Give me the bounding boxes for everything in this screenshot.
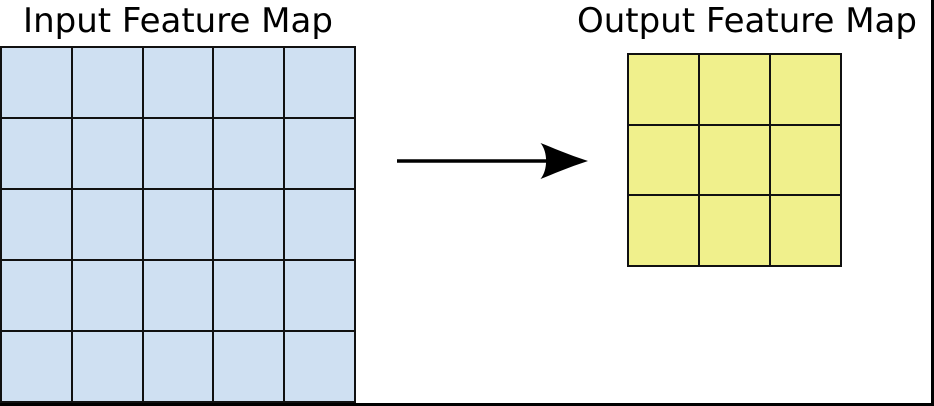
grid-cell: [700, 55, 769, 124]
output-feature-map-grid: [627, 53, 842, 267]
grid-cell: [2, 48, 71, 117]
grid-cell: [629, 196, 698, 265]
grid-cell: [771, 55, 840, 124]
input-feature-map-title: Input Feature Map: [23, 1, 333, 41]
grid-cell: [143, 48, 213, 117]
output-feature-map-title: Output Feature Map: [577, 1, 917, 41]
grid-cell: [72, 48, 142, 117]
grid-cell: [2, 261, 71, 330]
grid-cell: [72, 119, 142, 188]
grid-cell: [700, 196, 769, 265]
grid-cell: [72, 190, 142, 259]
grid-cell: [700, 125, 769, 195]
grid-cell: [2, 332, 71, 401]
grid-cell: [214, 332, 284, 401]
input-feature-map-grid: [0, 46, 356, 403]
grid-cell: [72, 261, 142, 330]
grid-cell: [285, 119, 354, 188]
grid-cell: [771, 125, 840, 195]
grid-cell: [285, 190, 354, 259]
grid-cell: [143, 119, 213, 188]
grid-cell: [214, 48, 284, 117]
grid-cell: [2, 190, 71, 259]
grid-cell: [285, 332, 354, 401]
grid-cell: [143, 190, 213, 259]
grid-cell: [2, 119, 71, 188]
grid-cell: [285, 261, 354, 330]
grid-cell: [214, 190, 284, 259]
grid-cell: [629, 125, 698, 195]
grid-cell: [143, 261, 213, 330]
grid-cell: [629, 55, 698, 124]
grid-cell: [214, 261, 284, 330]
grid-cell: [143, 332, 213, 401]
grid-cell: [214, 119, 284, 188]
grid-cell: [72, 332, 142, 401]
grid-cell: [285, 48, 354, 117]
grid-cell: [771, 196, 840, 265]
